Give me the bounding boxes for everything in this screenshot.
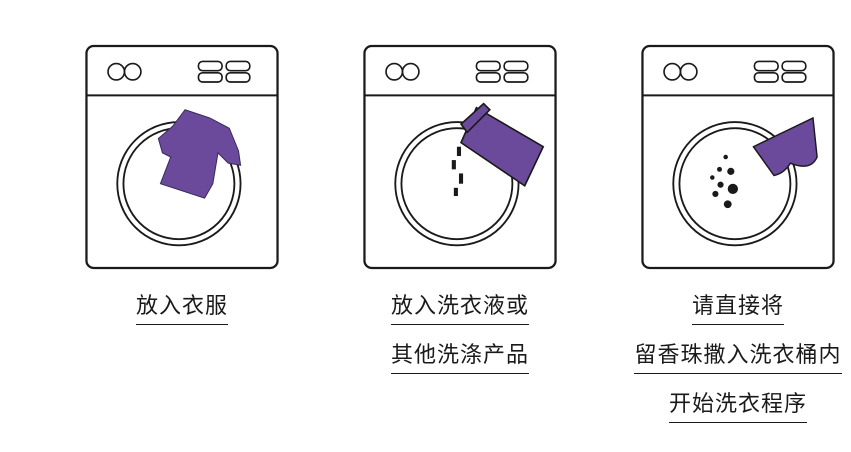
control-knobs-icon [663,62,698,81]
detergent-bottle-icon [459,102,545,187]
scent-beads-scoop-icon [752,116,818,177]
shirt-icon [157,109,242,199]
step-2-line-1: 放入洗衣液或 [390,292,529,325]
drum-door [672,121,798,247]
control-knobs-icon [385,62,420,81]
step-3-line-3: 开始洗衣程序 [668,390,807,423]
washing-machine-icon [85,44,279,270]
control-display-icon [475,60,529,83]
washing-machine-icon [363,44,557,270]
control-knobs-icon [107,62,142,81]
machine-body [641,44,835,270]
detergent-drops-icon [451,146,464,197]
step-3-caption: 请直接将 留香珠撒入洗衣桶内 开始洗衣程序 [588,292,851,423]
step-3-line-2: 留香珠撒入洗衣桶内 [634,341,842,374]
step-2-line-2: 其他洗涤产品 [390,341,529,374]
control-display-icon [197,60,251,83]
control-display-icon [753,60,807,83]
scent-beads-icon [710,154,738,209]
washing-machine-icon [641,44,835,270]
machine-body [363,44,557,270]
step-3-panel: 请直接将 留香珠撒入洗衣桶内 开始洗衣程序 [608,0,851,452]
step-1-caption: 放入衣服 [32,292,332,325]
drum-door [394,121,520,247]
step-3-line-1: 请直接将 [691,292,784,325]
step-1-line-1: 放入衣服 [135,292,228,325]
step-1-panel: 放入衣服 [52,0,312,452]
step-2-caption: 放入洗衣液或 其他洗涤产品 [310,292,610,374]
step-2-panel: 放入洗衣液或 其他洗涤产品 [330,0,590,452]
